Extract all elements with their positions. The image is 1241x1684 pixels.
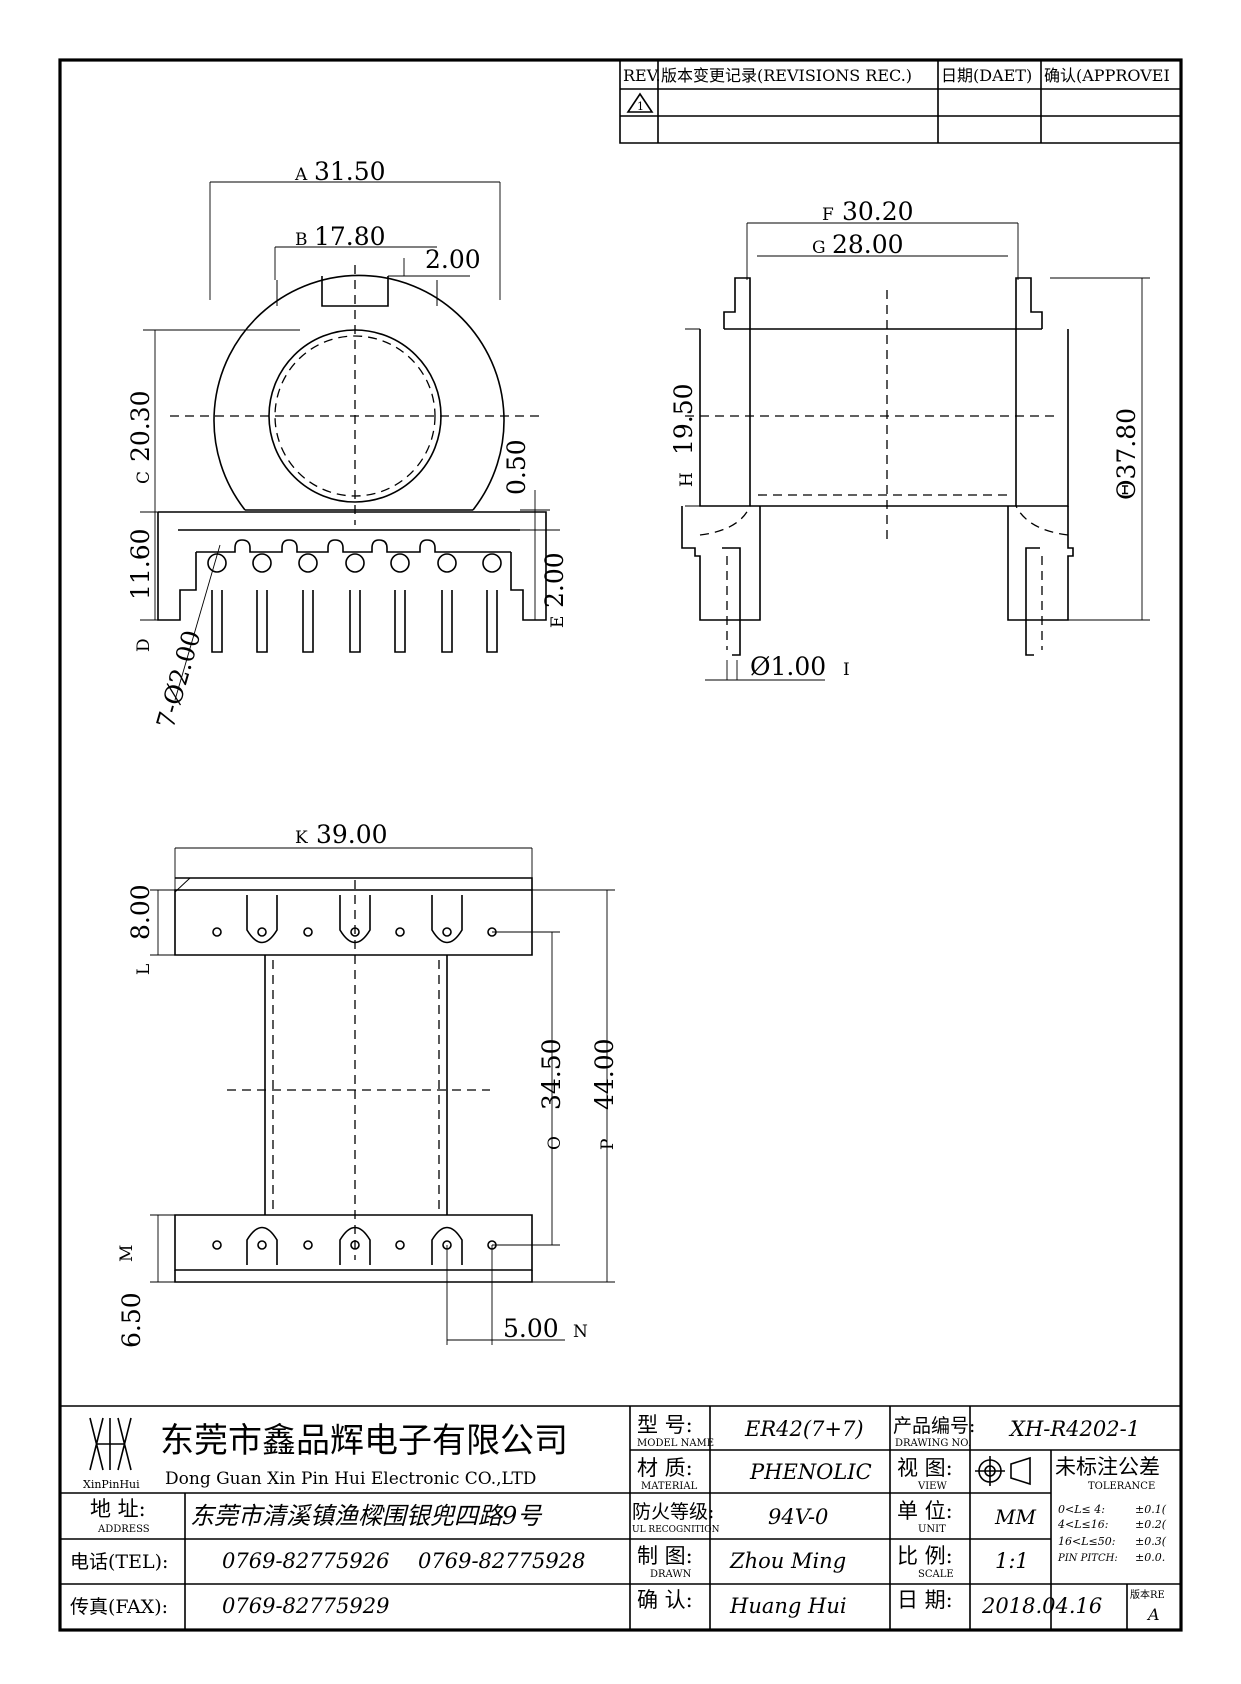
side-view: F 30.20 G 28.00 19.50 H Θ37.80 Ø1.00 I: [669, 197, 1150, 681]
address-value: 东莞市清溪镇渔樑围银兜四路9号: [190, 1502, 543, 1530]
tol-row-4-value: ±0.0.: [1135, 1551, 1165, 1564]
dim-m-tag: M: [117, 1245, 137, 1262]
material-value: PHENOLIC: [749, 1460, 872, 1484]
tol-row-3-range: 16<L≤50:: [1058, 1535, 1115, 1548]
tol-row-2-value: ±0.2(: [1135, 1518, 1167, 1531]
tel-label: 电话(TEL):: [70, 1551, 168, 1573]
rev-mark: 1: [637, 100, 644, 113]
dim-p-tag: P: [598, 1139, 618, 1150]
tol-row-2-range: 4<L≤16:: [1057, 1518, 1108, 1531]
rev-approve-header: 确认(APPROVEI: [1044, 66, 1170, 85]
rev-date-header: 日期(DAET): [941, 66, 1032, 85]
dim-a-value: 31.50: [314, 157, 386, 186]
dim-e-tag: E: [548, 616, 568, 628]
drawing-frame: [58, 58, 1183, 1632]
address-label: 地 址:: [90, 1497, 146, 1521]
confirm-value: Huang Hui: [729, 1594, 847, 1618]
confirm-label: 确 认:: [637, 1588, 693, 1612]
dim-l-value: 8.00: [126, 884, 155, 940]
bottom-view: K 39.00 8.00 L 34.50 O 44.00 P M 6.50 5.…: [117, 820, 619, 1348]
dim-p-value: 44.00: [590, 1038, 619, 1110]
drawing-no-label: 产品编号:: [893, 1415, 975, 1437]
unit-value: MM: [994, 1505, 1036, 1529]
flame-value: 94V-0: [768, 1505, 828, 1529]
version-label: 版本RE: [1130, 1588, 1165, 1601]
dim-f-tag: F: [822, 205, 834, 225]
dim-b-tag: B: [295, 230, 308, 250]
rev-record-header: 版本变更记录(REVISIONS REC.): [661, 66, 912, 85]
dim-h-value: 19.50: [669, 383, 698, 455]
dim-g-value: 28.00: [832, 230, 904, 259]
rev-triangle-icon: [626, 92, 654, 113]
flame-label-en: UL RECOGNITION: [632, 1525, 720, 1535]
version-value: A: [1146, 1605, 1160, 1624]
tolerance-title: 未标注公差: [1055, 1455, 1160, 1479]
dim-c-tag: C: [134, 471, 154, 484]
dim-e-value: 2.00: [540, 552, 569, 608]
tol-row-4-range: PIN PITCH:: [1057, 1553, 1118, 1564]
logo-text: XinPinHui: [83, 1478, 140, 1491]
dim-d-tag: D: [134, 638, 154, 652]
model-value: ER42(7+7): [744, 1417, 864, 1441]
front-view: A 31.50 B 17.80 2.00 20.30 C 0.50 11.60 …: [126, 157, 569, 732]
dim-n-tag: N: [573, 1322, 588, 1342]
model-label: 型 号:: [637, 1413, 693, 1437]
fax-label: 传真(FAX):: [70, 1596, 168, 1618]
tel-1: 0769-82775926: [222, 1549, 389, 1573]
dim-i-tag: I: [843, 660, 850, 680]
drawn-value: Zhou Ming: [729, 1549, 846, 1573]
dim-n-value: 5.00: [503, 1314, 559, 1343]
fax-value: 0769-82775929: [222, 1594, 389, 1618]
unit-label-en: UNIT: [918, 1524, 946, 1535]
dim-k-tag: K: [295, 828, 308, 848]
scale-label-en: SCALE: [918, 1569, 954, 1580]
date-label: 日 期:: [897, 1588, 953, 1612]
dim-g-tag: G: [812, 238, 826, 258]
dim-pins-value: 7-Ø2.00: [151, 627, 207, 732]
company-logo: XinPinHui: [83, 1417, 140, 1491]
view-label-en: VIEW: [917, 1481, 947, 1492]
drawn-label: 制 图:: [637, 1544, 693, 1568]
dim-m-value: 6.50: [117, 1292, 146, 1348]
tol-row-1-range: 0<L≤ 4:: [1058, 1503, 1105, 1516]
date-value: 2018.04.16: [981, 1594, 1102, 1618]
company-name-cn: 东莞市鑫品辉电子有限公司: [160, 1421, 568, 1461]
drawing-no-value: XH-R4202-1: [1008, 1417, 1140, 1441]
tolerance-en: TOLERANCE: [1088, 1481, 1155, 1492]
dim-o-tag: O: [545, 1136, 565, 1150]
dim-d-value: 11.60: [126, 528, 155, 600]
dim-a-tag: A: [294, 165, 308, 185]
flame-label: 防火等级:: [632, 1501, 714, 1523]
drawn-label-en: DRAWN: [650, 1569, 692, 1580]
dim-l-tag: L: [134, 964, 154, 975]
drawing-no-label-en: DRAWING NO.: [895, 1438, 971, 1449]
revision-table: REV. 版本变更记录(REVISIONS REC.) 日期(DAET) 确认(…: [619, 60, 1181, 144]
projection-symbol-icon: [975, 1456, 1031, 1486]
material-label: 材 质:: [637, 1456, 693, 1480]
material-label-en: MATERIAL: [641, 1481, 698, 1492]
dim-k-value: 39.00: [316, 820, 388, 849]
view-label: 视 图:: [897, 1456, 953, 1480]
scale-label: 比 例:: [897, 1544, 953, 1568]
tol-row-1-value: ±0.1(: [1135, 1503, 1167, 1516]
dim-gap-value: 0.50: [502, 439, 531, 495]
dim-o-value: 34.50: [537, 1038, 566, 1110]
unit-label: 单 位:: [897, 1499, 953, 1523]
dim-i-value: Ø1.00: [750, 652, 826, 681]
company-name-en: Dong Guan Xin Pin Hui Electronic CO.,LTD: [165, 1469, 536, 1489]
dim-b-value: 17.80: [314, 222, 386, 251]
dim-total-value: Θ37.80: [1112, 408, 1141, 500]
address-label-en: ADDRESS: [97, 1524, 150, 1535]
dim-c-value: 20.30: [126, 390, 155, 462]
tel-2: 0769-82775928: [418, 1549, 585, 1573]
dim-f-value: 30.20: [842, 197, 914, 226]
tol-row-3-value: ±0.3(: [1135, 1535, 1167, 1548]
rev-header: REV.: [623, 66, 661, 85]
title-block: XinPinHui 东莞市鑫品辉电子有限公司 Dong Guan Xin Pin…: [60, 1405, 1181, 1630]
model-label-en: MODEL NAME: [637, 1438, 714, 1449]
dim-h-tag: H: [677, 472, 697, 487]
scale-value: 1:1: [995, 1549, 1029, 1573]
dim-slot-value: 2.00: [425, 245, 481, 274]
